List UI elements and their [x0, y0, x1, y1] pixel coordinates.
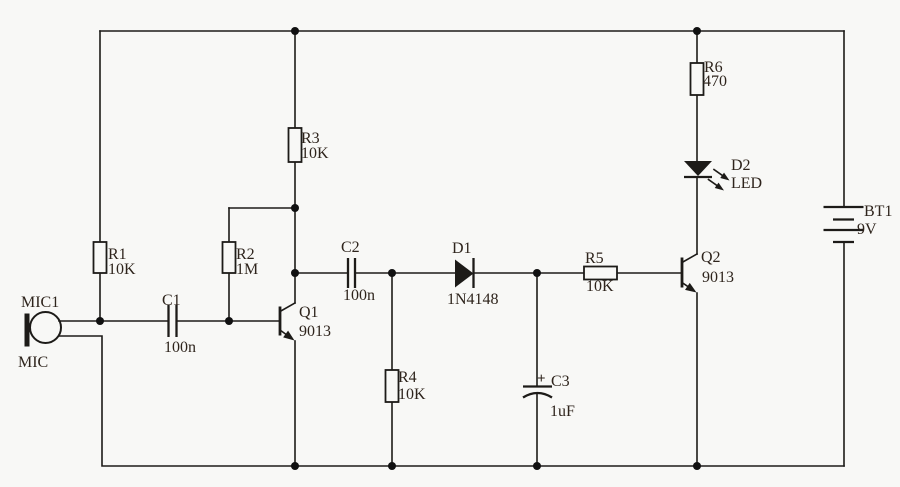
- resistor-r6: R6 470: [689, 59, 727, 96]
- r2-ref-label: R2: [236, 246, 255, 263]
- microphone-mic1: MIC1 MIC: [18, 294, 62, 371]
- junction-dots: [96, 27, 701, 470]
- r5-value-label: 10K: [586, 278, 614, 295]
- r6-ref-label: R6: [704, 59, 723, 76]
- c3-ref-label: C3: [551, 373, 570, 390]
- junction-dot: [291, 27, 299, 35]
- junction-dot: [96, 317, 104, 325]
- junction-dot: [225, 317, 233, 325]
- resistor-body: [689, 62, 705, 96]
- junction-dot: [291, 204, 299, 212]
- transistor-emitter-arrowhead: [685, 282, 697, 293]
- junction-dot: [291, 269, 299, 277]
- junction-dot: [693, 462, 701, 470]
- diode-d1: D1 1N4148: [447, 240, 499, 308]
- resistor-r2: R2 1M: [221, 241, 258, 278]
- d2-ref-label: D2: [731, 157, 751, 174]
- r1-ref-label: R1: [108, 246, 127, 263]
- junction-dot: [533, 462, 541, 470]
- mic-element-bar: [24, 313, 30, 347]
- c3-polarity-mark: +: [537, 371, 546, 387]
- d2-value-label: LED: [731, 175, 762, 192]
- transistor-emitter-arrowhead: [283, 330, 295, 341]
- c1-ref-label: C1: [162, 292, 181, 309]
- mic-value-label: MIC: [18, 354, 48, 371]
- q1-value-label: 9013: [299, 323, 331, 340]
- wire-ground-rail: [58, 335, 845, 467]
- transistor-q2: Q2 9013: [680, 249, 734, 293]
- mic-body-circle: [29, 311, 62, 344]
- bt1-value-label: 9V: [857, 221, 877, 238]
- diode-triangle: [455, 259, 474, 288]
- wires: [58, 30, 845, 467]
- junction-dot: [693, 27, 701, 35]
- c2-ref-label: C2: [341, 239, 360, 256]
- r4-ref-label: R4: [398, 369, 417, 386]
- transistor-collector-lead: [278, 301, 297, 313]
- capacitor-c1: C1 100n: [162, 292, 196, 356]
- q1-ref-label: Q1: [299, 304, 319, 321]
- led-triangle: [684, 161, 712, 176]
- mic-ref-label: MIC1: [21, 294, 59, 311]
- r2-value-label: 1M: [236, 261, 258, 278]
- transistor-q1: Q1 9013: [278, 301, 331, 341]
- junction-dot: [291, 462, 299, 470]
- capacitor-c3-electrolytic: + C3 1uF: [522, 371, 575, 420]
- junction-dot: [388, 269, 396, 277]
- capacitor-c2: C2 100n: [341, 239, 375, 304]
- r3-ref-label: R3: [301, 130, 320, 147]
- junction-dot: [388, 462, 396, 470]
- resistor-body: [384, 369, 400, 403]
- r6-value-label: 470: [703, 73, 727, 90]
- q2-value-label: 9013: [702, 269, 734, 286]
- resistor-r1: R1 10K: [92, 241, 136, 278]
- resistor-body: [92, 241, 108, 274]
- r5-ref-label: R5: [585, 250, 604, 267]
- resistor-r3: R3 10K: [287, 127, 329, 163]
- r4-value-label: 10K: [398, 386, 426, 403]
- r1-value-label: 10K: [108, 261, 136, 278]
- junction-dot: [533, 269, 541, 277]
- bt1-ref-label: BT1: [864, 203, 892, 220]
- resistor-r4: R4 10K: [384, 369, 426, 403]
- led-emission-arrowhead: [720, 172, 730, 181]
- resistor-body: [287, 127, 303, 163]
- transistor-collector-lead: [680, 252, 699, 264]
- resistor-body: [583, 265, 618, 281]
- d1-ref-label: D1: [452, 240, 472, 257]
- resistor-body: [221, 241, 237, 274]
- led-d2: D2 LED: [684, 157, 762, 192]
- q2-ref-label: Q2: [701, 249, 721, 266]
- c2-value-label: 100n: [343, 287, 375, 304]
- capacitor-plate-negative-curved: [522, 391, 553, 399]
- r3-value-label: 10K: [301, 145, 329, 162]
- battery-bt1: BT1 9V: [823, 203, 892, 244]
- c1-value-label: 100n: [164, 339, 196, 356]
- led-emission-arrowhead: [714, 182, 724, 191]
- d1-value-label: 1N4148: [447, 291, 499, 308]
- c3-value-label: 1uF: [550, 403, 575, 420]
- resistor-r5: R5 10K: [583, 250, 618, 295]
